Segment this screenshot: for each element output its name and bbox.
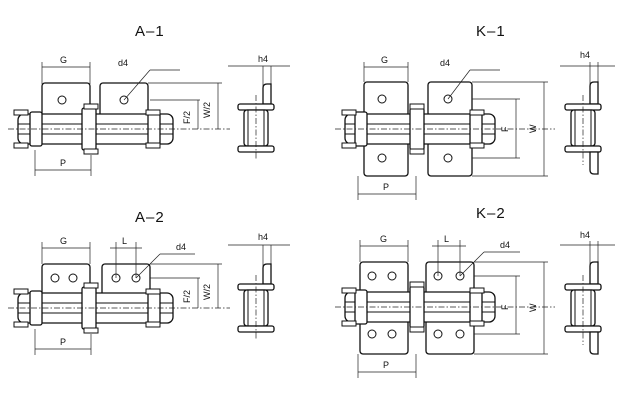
- k1-dim-h4-label: h4: [580, 50, 590, 60]
- panel-a1-title: A–1: [135, 23, 165, 40]
- panel-k1: K–1 G d4: [335, 23, 615, 200]
- a1-dim-w-label: W/2: [202, 102, 212, 118]
- panel-a2-title: A–2: [135, 209, 165, 226]
- a1-dim-h4-label: h4: [258, 54, 268, 64]
- k2-upper-plate-right: [425, 261, 475, 297]
- a2-dim-w-label: W/2: [202, 284, 212, 300]
- panel-k2: K–2 G L: [335, 205, 615, 378]
- k2-side-view: h4: [560, 230, 615, 355]
- a2-side-view: h4: [228, 232, 290, 340]
- a1-hole-left: [57, 95, 67, 105]
- panel-k1-title: K–1: [476, 23, 506, 40]
- a1-side-view: h4: [228, 54, 290, 160]
- a1-dim-p-label: P: [60, 158, 66, 168]
- a2-dim-l-label: L: [122, 236, 127, 246]
- k1-dim-g-label: G: [381, 55, 388, 65]
- k1-dim-d4-label: d4: [440, 58, 450, 68]
- k2-lower-plate-right: [425, 319, 475, 355]
- k1-dim-w-label: W: [528, 124, 538, 133]
- k2-dim-h4-label: h4: [580, 230, 590, 240]
- k2-dim-d4-label: d4: [500, 240, 510, 250]
- k2-dim-w-label: W: [528, 303, 538, 312]
- a2-dim-p-label: P: [60, 337, 66, 347]
- k2-dim-f-label: F: [500, 304, 510, 310]
- a1-dim-d4-label: d4: [118, 58, 128, 68]
- a2-dim-h4-label: h4: [258, 232, 268, 242]
- panel-a1: A–1 G d4 F/2: [8, 23, 290, 176]
- k1-side-view: h4: [560, 50, 615, 175]
- a2-dim-g-label: G: [60, 236, 67, 246]
- a1-dim-g-label: G: [60, 55, 67, 65]
- k2-lower-plate-left: [359, 319, 409, 355]
- a2-dim-d4-label: d4: [176, 242, 186, 252]
- panel-a2: A–2 G L d4: [8, 209, 290, 355]
- a2-dim-f-label: F/2: [182, 290, 192, 303]
- k2-dim-l-label: L: [444, 234, 449, 244]
- panel-k2-title: K–2: [476, 205, 506, 222]
- k2-dim-g-label: G: [380, 234, 387, 244]
- k1-dim-f-label: F: [500, 126, 510, 132]
- k1-dim-p-label: P: [383, 182, 389, 192]
- k2-dim-p-label: P: [383, 360, 389, 370]
- a1-dim-f-label: F/2: [182, 111, 192, 124]
